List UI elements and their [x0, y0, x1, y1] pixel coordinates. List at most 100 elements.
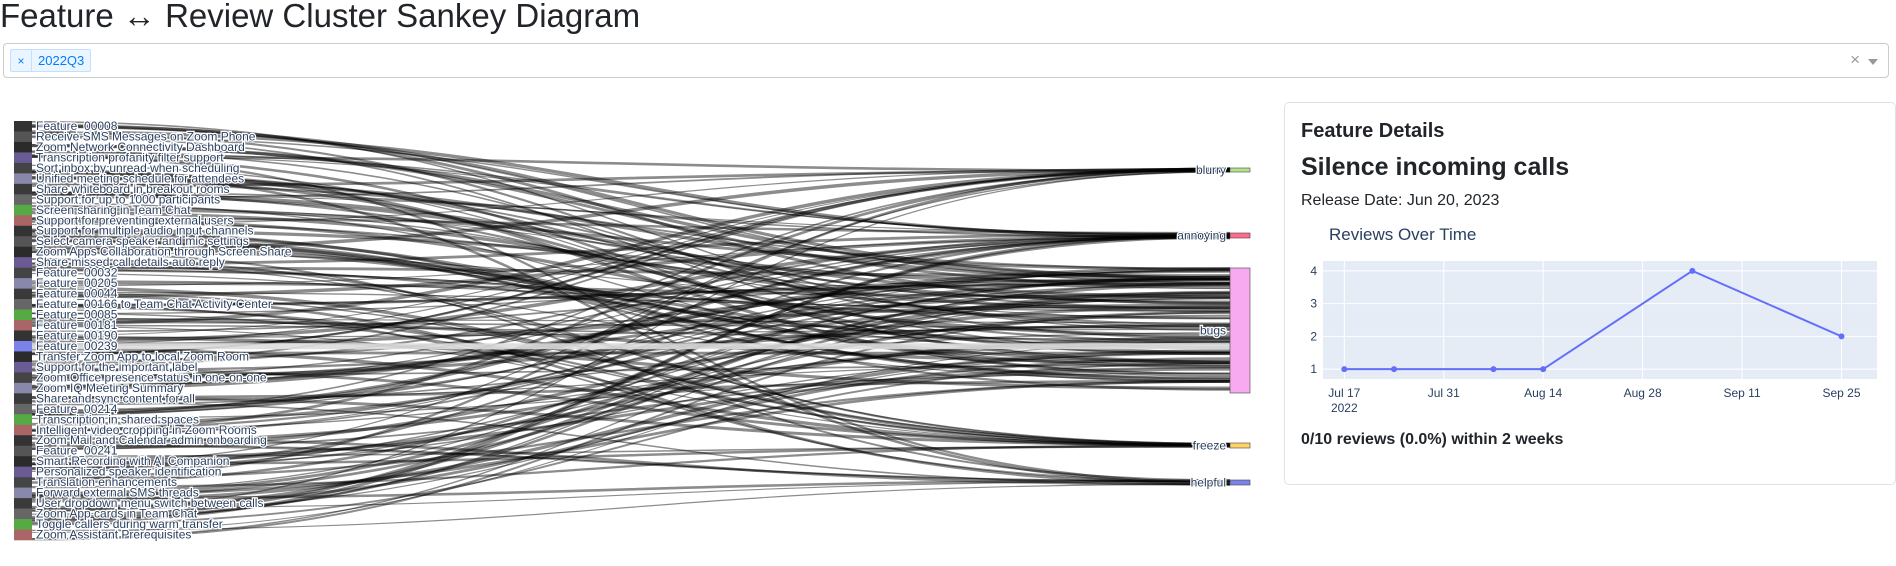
sankey-link — [31, 278, 1231, 315]
feature-label: Support for up to 1000 participants — [36, 192, 220, 206]
sankey-link — [31, 231, 1231, 369]
sankey-link — [31, 176, 1231, 356]
sankey-link — [31, 150, 1231, 328]
feature-label: Zoom Apps Collaboration through Screen S… — [36, 245, 292, 259]
sankey-link — [31, 124, 1231, 280]
sankey-link — [31, 278, 1231, 363]
sankey-link — [31, 311, 1231, 499]
sankey-link — [31, 282, 1231, 307]
sankey-nodes — [14, 121, 1251, 541]
sankey-link — [31, 169, 1231, 415]
feature-label: Translation enhancements — [36, 475, 177, 489]
reviews-line — [1344, 269, 1842, 371]
feature-label: Feature_00166 to Team Chat Activity Cent… — [36, 297, 272, 311]
sankey-link — [31, 205, 1231, 320]
sankey-link — [31, 303, 1231, 347]
feature-label: Feature_00044 — [36, 287, 118, 301]
sankey-diagram[interactable]: blurryannoyingbugsfreezehelpfulFeature_0… — [0, 110, 1260, 550]
sankey-link — [31, 317, 1231, 324]
sankey-link — [31, 123, 1231, 306]
sankey-link — [31, 170, 1231, 512]
clear-icon[interactable]: × — [1850, 50, 1860, 69]
sankey-link — [31, 229, 1231, 383]
feature-label: Share and sync content for all — [36, 391, 195, 405]
sankey-link — [31, 234, 1231, 380]
sankey-link — [31, 168, 1231, 199]
sankey-link — [31, 205, 1231, 290]
sankey-link — [31, 210, 1231, 312]
feature-label: Smart Recording with AI Companion — [36, 454, 229, 468]
sankey-link — [31, 480, 1231, 509]
sankey-link — [31, 479, 1231, 500]
cluster-label: helpful — [1191, 476, 1226, 490]
sankey-link — [31, 367, 1231, 461]
sankey-link — [31, 281, 1231, 522]
sankey-link — [31, 168, 1231, 356]
feature-node — [14, 361, 32, 373]
data-point — [1391, 366, 1398, 373]
sankey-link — [31, 379, 1231, 497]
chevron-down-icon[interactable] — [1868, 59, 1878, 65]
sankey-link — [31, 176, 1231, 281]
sankey-link — [31, 207, 1231, 271]
feature-node — [14, 131, 32, 143]
sankey-link — [31, 324, 1231, 340]
feature-node — [14, 508, 32, 520]
x-tick-label: Sep 11 — [1723, 386, 1760, 400]
feature-label: Intelligent video cropping in Zoom Rooms — [36, 423, 257, 437]
sankey-link — [31, 297, 1231, 471]
feature-node — [14, 445, 32, 457]
sankey-link — [31, 363, 1231, 402]
sankey-link — [31, 132, 1231, 340]
sankey-link — [31, 172, 1231, 310]
feature-node — [14, 141, 32, 153]
cluster-node — [1229, 167, 1251, 173]
sankey-link — [31, 351, 1231, 515]
feature-label: Personalized speaker identification — [36, 465, 221, 479]
feature-label: Support for preventing external users — [36, 213, 233, 227]
sankey-link — [31, 396, 1231, 447]
feature-node — [14, 194, 32, 206]
sankey-link — [31, 236, 1231, 389]
data-point — [1341, 366, 1348, 373]
sankey-link — [31, 170, 1231, 326]
sankey-link — [31, 169, 1231, 378]
sankey-link — [31, 270, 1231, 388]
cluster-node — [1229, 267, 1251, 394]
review-summary: 0/10 reviews (0.0%) within 2 weeks — [1301, 431, 1564, 448]
feature-node — [14, 424, 32, 436]
plot-area — [1323, 261, 1877, 379]
sankey-link — [31, 335, 1231, 390]
sankey-link — [31, 126, 1231, 284]
sankey-link — [31, 167, 1231, 481]
sankey-link — [31, 362, 1231, 526]
sankey-link — [31, 268, 1231, 391]
sankey-link — [31, 483, 1231, 531]
feature-label: Zoom Mail and Calendar admin onboarding — [36, 433, 267, 447]
sankey-link — [31, 194, 1231, 234]
sankey-link — [31, 191, 1231, 239]
sankey-link — [31, 304, 1231, 483]
feature-node — [14, 215, 32, 227]
sankey-link — [31, 236, 1231, 287]
sankey-link — [31, 364, 1231, 376]
sankey-link — [31, 235, 1231, 343]
sankey-link — [31, 182, 1231, 270]
cluster-label: bugs — [1200, 324, 1226, 338]
sankey-link — [31, 283, 1231, 512]
quarter-filter-dropdown[interactable]: × 2022Q3 × — [3, 43, 1889, 78]
sankey-link — [31, 305, 1231, 450]
remove-chip-icon[interactable]: × — [11, 50, 32, 71]
sankey-link — [31, 154, 1231, 484]
feature-node — [14, 529, 32, 541]
sankey-link — [31, 276, 1231, 484]
cluster-node — [1229, 479, 1251, 486]
sankey-link — [31, 262, 1231, 445]
sankey-link — [31, 296, 1231, 426]
feature-node — [14, 257, 32, 268]
feature-node — [14, 382, 32, 394]
sankey-link — [31, 445, 1231, 466]
sankey-link — [31, 293, 1231, 486]
sankey-link — [31, 121, 1231, 332]
